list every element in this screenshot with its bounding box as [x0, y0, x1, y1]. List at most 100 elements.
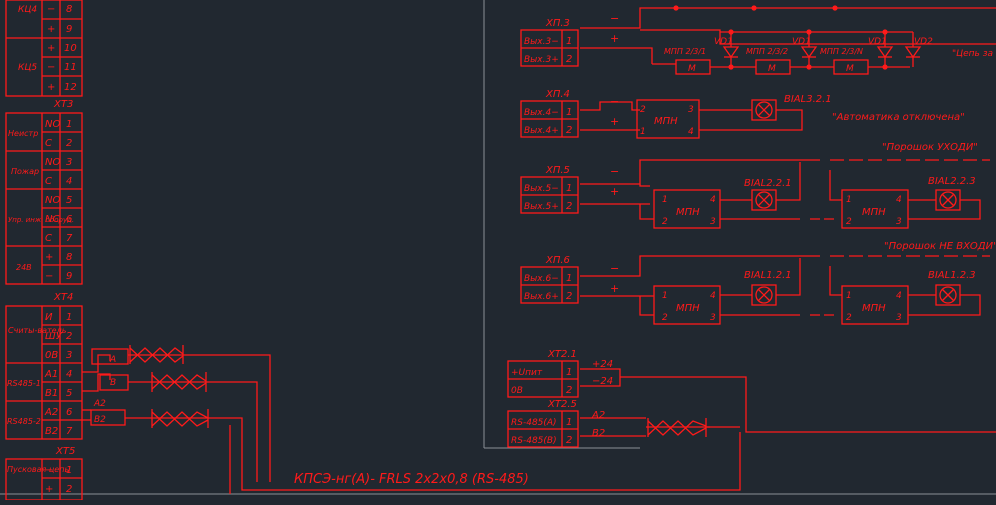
diode-vd1 [876, 46, 894, 59]
mpn-label: МПН [862, 207, 886, 218]
terminal-number: 3 [66, 350, 72, 361]
mpn-pin: 2 [846, 313, 852, 323]
relay-chain-xp3: М М М VD1 VD1 VD1 [580, 5, 996, 75]
power-and-bus-wiring [580, 368, 996, 437]
terminal-number: 9 [66, 24, 72, 35]
polarity-plus: + [610, 115, 619, 128]
terminal-contact: + [45, 252, 53, 263]
terminal-number: 4 [66, 369, 72, 380]
mpn-pin: 3 [896, 217, 902, 227]
polarity-plus: + [610, 282, 619, 295]
terminal-number: 10 [64, 43, 77, 54]
block-pin-number: 1 [566, 107, 572, 118]
xt4-group-label: RS485-2 [7, 417, 41, 426]
terminal-number: 1 [66, 312, 72, 323]
block-pin-label: Вых.4+ [524, 126, 559, 136]
note-powder-leave: "Порошок УХОДИ" [882, 142, 978, 153]
signal-lamp [935, 284, 961, 306]
block-pin-number: 2 [566, 291, 572, 302]
mpn-label: МПН [676, 303, 700, 314]
lamp-label: BIAL1.2.3 [928, 270, 976, 281]
diode-label: VD1 [792, 37, 811, 47]
mpn-pin: 4 [710, 291, 716, 301]
twisted-pair-symbol [646, 418, 710, 437]
mpn-pin: 4 [710, 195, 716, 205]
block-pin-label: RS-485(А) [511, 418, 557, 428]
mpn-pin: 2 [662, 217, 668, 227]
terminal-number: 2 [66, 331, 72, 342]
terminal-contact: И [45, 312, 53, 323]
mpn-pin: 4 [896, 195, 902, 205]
mpn-pin: 3 [688, 105, 694, 115]
mpn-pin: 1 [640, 127, 646, 137]
block-pin-number: 1 [566, 367, 572, 378]
xt5-title: ХТ5 [55, 446, 75, 457]
terminal-sign: − [47, 4, 55, 15]
power-label-minus24: −24 [592, 376, 613, 387]
xt5-group-label: Пусковая цепь [7, 465, 69, 474]
lamp-label: BIAL2.2.1 [744, 178, 792, 189]
xt3-group-label: Неистр [8, 129, 38, 138]
mpn-pin: 3 [896, 313, 902, 323]
diode-vd1 [722, 46, 740, 59]
block-pin-number: 2 [566, 435, 572, 446]
diode-vd2 [904, 46, 922, 59]
xt4-group-label: RS485-1 [7, 379, 41, 388]
polarity-minus: − [610, 12, 619, 25]
mpn-pin: 1 [662, 195, 668, 205]
wire-label-b2: B2 [94, 415, 106, 425]
terminal-number: 6 [66, 407, 72, 418]
terminal-contact: C [45, 138, 52, 149]
block-title: ХТ2.5 [547, 399, 577, 410]
circuit-xp4: МПН 2 1 3 4 BIAL3.2.1 "Автоматика отключ… [580, 94, 978, 153]
cable-label: КПСЭ-нг(А)- FRLS 2х2х0,8 (RS-485) [294, 472, 529, 487]
left-terminal-strip: КЦ4 − 8 + 9 КЦ5 + 10 − 11 + 12 ХТ3 Неист… [5, 0, 83, 501]
xt3-group-label: Упр. инж. оборуд. [8, 216, 74, 224]
block-title: ХП.4 [545, 89, 570, 100]
terminal-number: 6 [66, 214, 72, 225]
signal-lamp [751, 99, 777, 121]
terminal-sign: + [47, 43, 55, 54]
terminal-contact: NO [45, 119, 60, 130]
signal-lamp [935, 189, 961, 211]
terminal-contact: А1 [44, 369, 58, 380]
mpn-pin: 2 [640, 105, 646, 115]
mpn-pin: 3 [710, 217, 716, 227]
polarity-minus: − [610, 165, 619, 178]
block-pin-label: Вых.3+ [524, 55, 559, 65]
terminal-contact: А2 [44, 407, 58, 418]
lamp-label: BIAL1.2.1 [744, 270, 792, 281]
mpp-label: МПП 2/3/1 [664, 47, 706, 56]
mpn-pin: 1 [662, 291, 668, 301]
terminal-number: 1 [66, 465, 72, 476]
terminal-contact: C [45, 233, 52, 244]
block-pin-number: 1 [566, 417, 572, 428]
wire-label-a2: A2 [93, 399, 106, 409]
mpn-label: МПН [676, 207, 700, 218]
block-pin-label: Вых.5+ [524, 202, 559, 212]
xt3-group-label: Пожар [11, 167, 39, 176]
terminal-contact: В2 [45, 426, 58, 437]
terminal-contact: 0В [45, 350, 58, 361]
output-terminal-blocks: ХП.3Вых.3−1Вых.3+2ХП.4Вых.4−1Вых.4+2ХП.5… [507, 18, 579, 448]
block-title: ХП.6 [545, 255, 570, 266]
block-pin-number: 1 [566, 273, 572, 284]
lamp-label: BIAL3.2.1 [784, 94, 832, 105]
relay-coil-label: М [846, 64, 854, 74]
mpn-pin: 4 [688, 127, 694, 137]
block-pin-label: Вых.4− [524, 108, 559, 118]
block-pin-label: Вых.6+ [524, 292, 559, 302]
bus-label-b2: B2 [592, 428, 605, 439]
block-pin-number: 1 [566, 36, 572, 47]
kc5-label: КЦ5 [18, 63, 37, 73]
block-pin-label: +Uпит [511, 368, 543, 378]
relay-coil-label: М [768, 64, 776, 74]
polarity-plus: + [610, 32, 619, 45]
block-pin-label: 0В [511, 386, 523, 396]
block-pin-number: 2 [566, 54, 572, 65]
mpn-pin: 2 [846, 217, 852, 227]
